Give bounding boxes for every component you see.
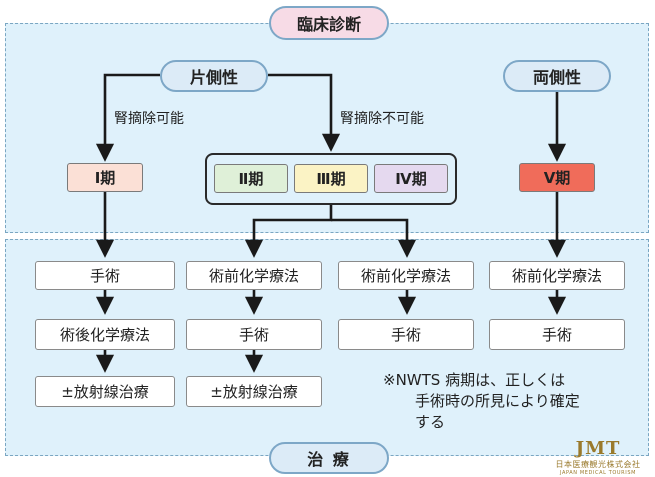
arrow-unilateral-to-stage-group xyxy=(268,73,341,152)
resectable-label: 腎摘除可能 xyxy=(114,111,184,127)
treatment-header: 治 療 xyxy=(269,442,389,474)
c2-surgery: 手術 xyxy=(186,319,322,350)
note-line-3: する xyxy=(415,413,446,431)
c3-preop-chemo: 術前化学療法 xyxy=(338,261,474,290)
stage-group-box xyxy=(205,153,457,205)
arrow-group-to-col3 xyxy=(331,218,417,258)
arrow-group-to-col2 xyxy=(244,205,333,258)
stage-1-box: Ⅰ期 xyxy=(67,163,143,192)
diagnosis-header: 臨床診断 xyxy=(269,6,389,40)
stage-2-box: Ⅱ期 xyxy=(214,164,288,193)
logo-japanese-name: 日本医療観光株式会社 xyxy=(555,460,641,469)
logo-mark: JMT xyxy=(575,438,621,459)
unilateral-label: 片側性 xyxy=(160,60,268,92)
diagnosis-panel xyxy=(5,23,649,233)
arrow-unilateral-to-stage1 xyxy=(95,73,160,162)
note-line-2: 手術時の所見により確定 xyxy=(415,392,580,410)
c2-preop-chemo: 術前化学療法 xyxy=(186,261,322,290)
c1-radiation: ±放射線治療 xyxy=(35,376,175,407)
stage-3-box: Ⅲ期 xyxy=(294,164,368,193)
stage-4-box: Ⅳ期 xyxy=(374,164,448,193)
c1-postop-chemo: 術後化学療法 xyxy=(35,319,175,350)
logo-english-name: JAPAN MEDICAL TOURISM xyxy=(559,470,637,476)
c4-preop-chemo: 術前化学療法 xyxy=(489,261,625,290)
unresectable-label: 腎摘除不可能 xyxy=(340,111,424,127)
c2-radiation: ±放射線治療 xyxy=(186,376,322,407)
stage-5-box: Ⅴ期 xyxy=(519,163,595,192)
staging-note: ※NWTS 病期は、正しくは 手術時の所見により確定 する xyxy=(383,370,580,433)
bilateral-label: 両側性 xyxy=(503,60,611,92)
c1-surgery: 手術 xyxy=(35,261,175,290)
c4-surgery: 手術 xyxy=(489,319,625,350)
note-line-1: ※NWTS 病期は、正しくは xyxy=(383,371,566,389)
company-logo: JMT 日本医療観光株式会社 JAPAN MEDICAL TOURISM xyxy=(545,438,651,476)
c3-surgery: 手術 xyxy=(338,319,474,350)
